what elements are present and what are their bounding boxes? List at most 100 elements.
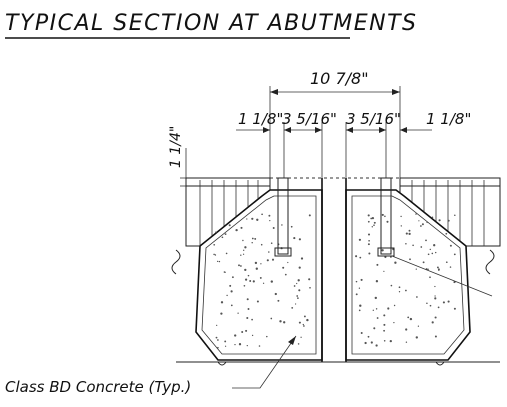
dowel-plate-left: [274, 247, 292, 257]
concrete-stipple-dot: [373, 224, 375, 226]
concrete-stipple-dot: [300, 257, 304, 260]
concrete-stipple-dot: [449, 244, 452, 247]
concrete-stipple-dot: [400, 225, 402, 227]
concrete-stipple-dot: [284, 273, 287, 276]
concrete-stipple-dot: [438, 219, 441, 222]
concrete-stipple-dot: [224, 340, 227, 343]
concrete-stipple-dot: [368, 252, 371, 255]
concrete-stipple-dot: [405, 341, 408, 343]
right-edge-dim-label: 1 1/8": [426, 110, 471, 128]
concrete-stipple-dot: [383, 329, 386, 332]
concrete-stipple-dot: [243, 284, 246, 287]
concrete-stipple-dot: [435, 251, 437, 254]
concrete-stipple-dot: [436, 266, 439, 269]
concrete-stipple-left: [213, 213, 311, 349]
concrete-stipple-dot: [434, 335, 437, 338]
concrete-stipple-dot: [373, 327, 376, 330]
concrete-stipple-dot: [271, 258, 275, 261]
concrete-stipple-dot: [217, 339, 219, 341]
concrete-stipple-dot: [256, 218, 259, 221]
concrete-stipple-dot: [303, 315, 306, 318]
concrete-stipple-dot: [398, 286, 401, 289]
concrete-stipple-dot: [235, 228, 238, 232]
concrete-stipple-dot: [279, 320, 282, 323]
arrowhead: [392, 89, 400, 95]
concrete-stipple-dot: [375, 308, 378, 310]
concrete-stipple-dot: [306, 318, 309, 322]
concrete-stipple-dot: [431, 252, 434, 255]
concrete-stipple-dot: [220, 312, 223, 315]
concrete-stipple-dot: [238, 343, 242, 346]
concrete-leader: [232, 335, 297, 389]
dowel-leader: [391, 255, 493, 297]
break-marks-bottom: [217, 361, 445, 366]
concrete-stipple-dot: [274, 292, 277, 296]
concrete-stipple-dot: [373, 221, 376, 224]
girder-left-outline: [195, 189, 323, 361]
concrete-stipple-dot: [358, 309, 361, 312]
concrete-stipple-dot: [445, 232, 448, 235]
concrete-stipple-dot: [295, 303, 297, 305]
concrete-stipple-dot: [308, 214, 311, 217]
concrete-stipple-dot: [296, 282, 298, 285]
girder-left-inner: [201, 195, 317, 355]
concrete-stipple-dot: [442, 301, 445, 304]
concrete-stipple-dot: [429, 248, 432, 251]
concrete-stipple-dot: [297, 279, 300, 282]
concrete-stipple-dot: [358, 287, 361, 289]
concrete-stipple-dot: [244, 246, 247, 249]
concrete-stipple-dot: [425, 239, 427, 242]
concrete-stipple-dot: [431, 216, 434, 219]
dimension-labels: 10 7/8" 1 1/8" 3 5/16" 3 5/16" 1 1/8" 1 …: [168, 69, 471, 168]
concrete-stipple-dot: [367, 233, 371, 236]
arrowhead: [270, 89, 278, 95]
concrete-stipple-dot: [231, 276, 234, 279]
arrowhead: [315, 127, 322, 133]
arrowhead: [400, 127, 407, 133]
concrete-stipple-dot: [213, 253, 215, 256]
concrete-stipple-dot: [438, 269, 440, 271]
concrete-stipple-dot: [355, 255, 358, 258]
concrete-stipple-dot: [393, 304, 396, 307]
concrete-stipple-dot: [282, 266, 285, 269]
concrete-stipple-right: [355, 213, 456, 347]
concrete-stipple-dot: [215, 336, 218, 339]
concrete-stipple-dot: [283, 321, 286, 324]
concrete-stipple-dot: [429, 304, 432, 307]
concrete-stipple-dot: [371, 216, 375, 220]
concrete-stipple-dot: [409, 317, 413, 321]
concrete-stipple-dot: [281, 224, 283, 226]
concrete-stipple-dot: [251, 217, 254, 220]
concrete-stipple-dot: [384, 215, 386, 218]
concrete-stipple-dot: [408, 229, 411, 232]
concrete-stipple-dot: [398, 291, 401, 293]
dowel-bar-left: [277, 177, 289, 255]
concrete-stipple-dot: [372, 309, 374, 311]
concrete-stipple-dot: [355, 280, 358, 283]
arrowhead: [379, 127, 386, 133]
concrete-stipple-dot: [367, 335, 370, 338]
concrete-callout: Class BD Concrete (Typ.): [5, 335, 297, 396]
concrete-stipple-dot: [302, 323, 304, 326]
concrete-stipple-dot: [221, 236, 224, 239]
concrete-stipple-dot: [298, 289, 301, 292]
concrete-stipple-dot: [376, 263, 379, 266]
concrete-stipple-dot: [390, 256, 392, 258]
concrete-stipple-dot: [417, 325, 420, 327]
concrete-stipple-dot: [426, 221, 428, 224]
concrete-stipple-dot: [247, 308, 250, 310]
left-inner-dim-label: 3 5/16": [282, 110, 337, 128]
concrete-stipple-dot: [277, 299, 280, 302]
concrete-stipple-dot: [375, 344, 378, 347]
concrete-stipple-dot: [364, 341, 367, 345]
concrete-stipple-dot: [234, 343, 236, 346]
girder-left: [195, 189, 323, 361]
concrete-stipple-dot: [433, 244, 436, 247]
concrete-stipple-dot: [383, 314, 386, 317]
concrete-stipple-dot: [447, 219, 450, 222]
concrete-stipple-dot: [225, 252, 228, 255]
concrete-stipple-dot: [228, 224, 231, 227]
concrete-stipple-dot: [240, 265, 242, 267]
concrete-stipple-dot: [420, 246, 423, 248]
concrete-stipple-dot: [427, 268, 429, 271]
